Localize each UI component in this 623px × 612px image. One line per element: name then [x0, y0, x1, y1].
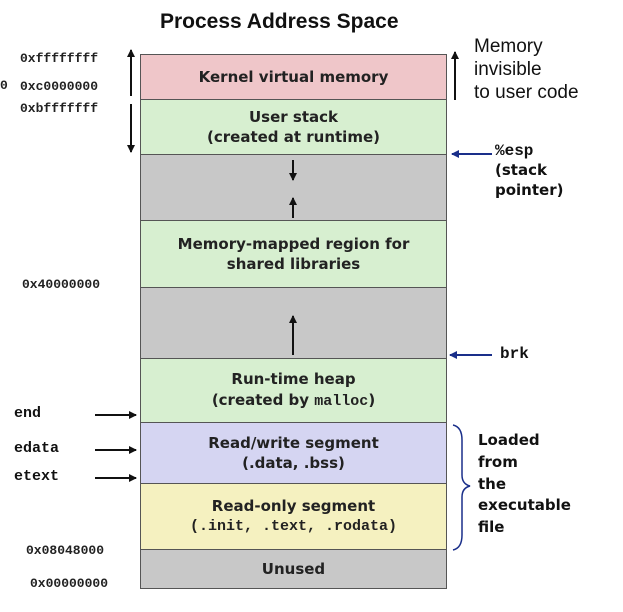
segment-read-only: Read-only segment (.init, .text, .rodata… — [140, 483, 447, 550]
loaded-line-4: executable — [478, 496, 571, 515]
memory-invisible-line-1: Memory — [474, 36, 543, 57]
heap-sublabel-prefix: (created by — [211, 390, 315, 409]
segment-run-time-heap: Run-time heap (created by malloc) — [140, 358, 447, 423]
segment-kernel-label: Kernel virtual memory — [198, 67, 389, 86]
segment-heap-label: Run-time heap — [231, 370, 356, 389]
segment-read-write: Read/write segment (.data, .bss) — [140, 422, 447, 484]
loaded-line-5: file — [478, 518, 505, 536]
segment-ro-label: Read-only segment — [211, 497, 376, 516]
segment-mmap-label: Memory-mapped region for — [177, 234, 410, 253]
memory-invisible-note: Memory invisible to user code — [474, 36, 579, 104]
segment-rw-sublabel: (.data, .bss) — [242, 454, 345, 472]
esp-register-name: %esp — [495, 142, 534, 160]
segment-gap-lower — [140, 287, 447, 359]
segment-user-stack-sublabel: (created at runtime) — [207, 128, 380, 146]
segment-memory-mapped-region: Memory-mapped region for shared librarie… — [140, 220, 447, 288]
segment-rw-label: Read/write segment — [208, 433, 379, 452]
esp-label-line-2: (stack — [495, 161, 547, 179]
memory-invisible-line-3: to user code — [474, 81, 579, 103]
address-zero: 0x00000000 — [30, 576, 109, 591]
heap-sublabel-malloc: malloc — [314, 392, 369, 410]
segment-user-stack: User stack (created at runtime) — [140, 99, 447, 155]
clipped-address-glyph: 0 — [0, 78, 8, 93]
symbol-edata: edata — [14, 440, 60, 457]
memory-invisible-line-2: invisible — [474, 58, 542, 80]
address-top: 0xffffffff — [20, 51, 99, 66]
address-stack-top: 0xbfffffff — [20, 101, 99, 116]
symbol-end: end — [14, 405, 42, 422]
esp-label-line-3: pointer) — [495, 181, 564, 200]
loaded-line-2: from — [478, 452, 518, 471]
segment-user-stack-label: User stack — [248, 107, 338, 126]
segment-heap-sublabel: (created by malloc) — [212, 390, 375, 412]
segment-kernel-virtual-memory: Kernel virtual memory — [140, 54, 447, 100]
address-kernel-start: 0xc0000000 — [20, 79, 99, 94]
segment-ro-sublabel: (.init, .text, .rodata) — [189, 517, 398, 535]
esp-pointer-label: %esp (stack pointer) — [495, 142, 563, 201]
loaded-from-executable-note: Loaded from the executable file — [478, 430, 571, 539]
diagram-title: Process Address Space — [160, 10, 399, 33]
address-text-start: 0x08048000 — [26, 543, 105, 558]
segment-unused: Unused — [140, 549, 447, 589]
segment-mmap-sublabel: shared libraries — [226, 255, 361, 273]
symbol-etext: etext — [14, 468, 60, 485]
segment-unused-label: Unused — [261, 559, 326, 578]
segment-gap-upper — [140, 154, 447, 221]
address-mmap: 0x40000000 — [22, 277, 101, 292]
loaded-line-1: Loaded — [478, 431, 540, 449]
loaded-segments-brace — [452, 424, 471, 551]
brk-pointer-label: brk — [500, 345, 529, 363]
loaded-line-3: the — [478, 474, 507, 493]
heap-sublabel-suffix: ) — [368, 390, 376, 409]
